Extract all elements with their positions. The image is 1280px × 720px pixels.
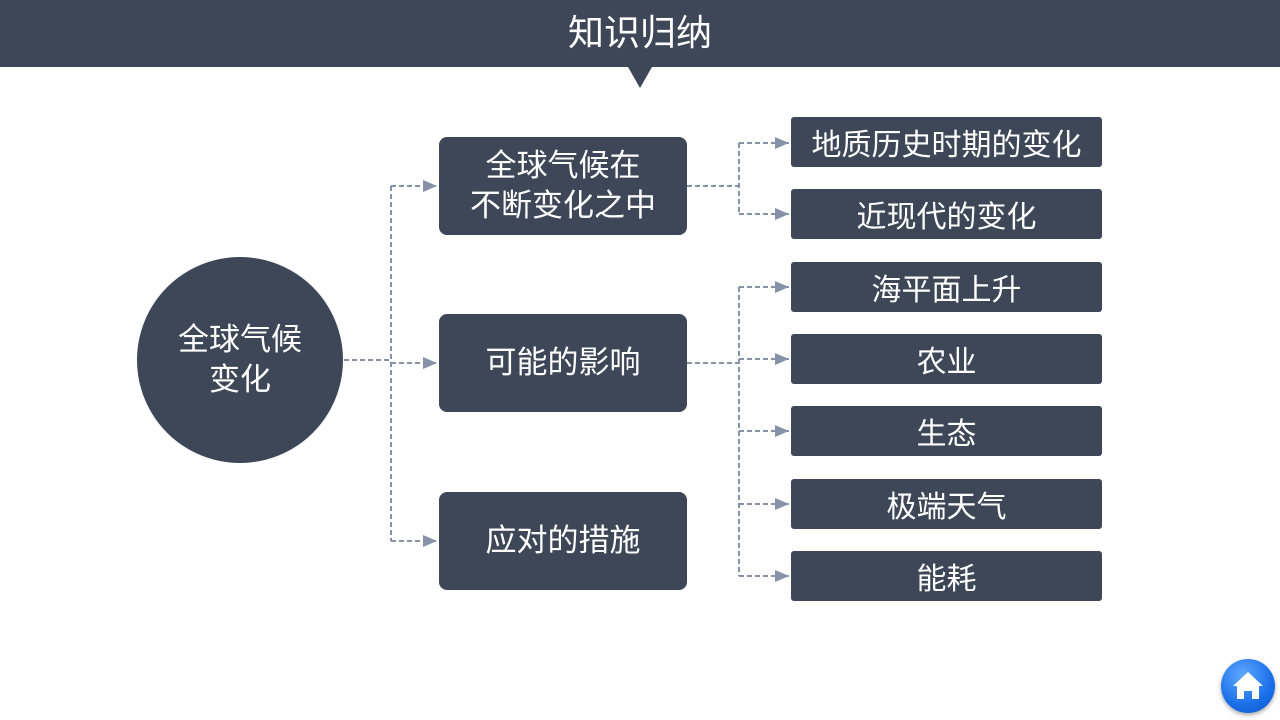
connector-group2: [687, 287, 740, 576]
branch-label: 应对的措施: [485, 523, 641, 559]
branch-label: 不断变化之中: [470, 188, 656, 224]
root-line2: 变化: [209, 362, 271, 398]
leaf-node: 农业: [791, 334, 1102, 384]
branch-label: 全球气候在: [485, 148, 641, 184]
leaf-node: 近现代的变化: [791, 189, 1102, 239]
branch-node: 可能的影响: [439, 314, 687, 412]
root-line1: 全球气候: [178, 322, 302, 358]
root-node: 全球气候变化: [137, 257, 343, 463]
page-title: 知识归纳: [567, 13, 712, 54]
leaf-node: 地质历史时期的变化: [791, 117, 1102, 167]
header-pointer: [628, 67, 652, 88]
header-bar: [0, 0, 1280, 67]
home-button[interactable]: [1221, 659, 1275, 713]
connector-group1: [687, 143, 740, 214]
leaf-node: 极端天气: [791, 479, 1102, 529]
leaf-node: 海平面上升: [791, 262, 1102, 312]
branch-label: 可能的影响: [485, 345, 641, 381]
branch-node: 应对的措施: [439, 492, 687, 590]
branch-node: 全球气候在不断变化之中: [439, 137, 687, 235]
leaf-node: 生态: [791, 406, 1102, 456]
home-icon: [1233, 672, 1263, 699]
leaf-node: 能耗: [791, 551, 1102, 601]
